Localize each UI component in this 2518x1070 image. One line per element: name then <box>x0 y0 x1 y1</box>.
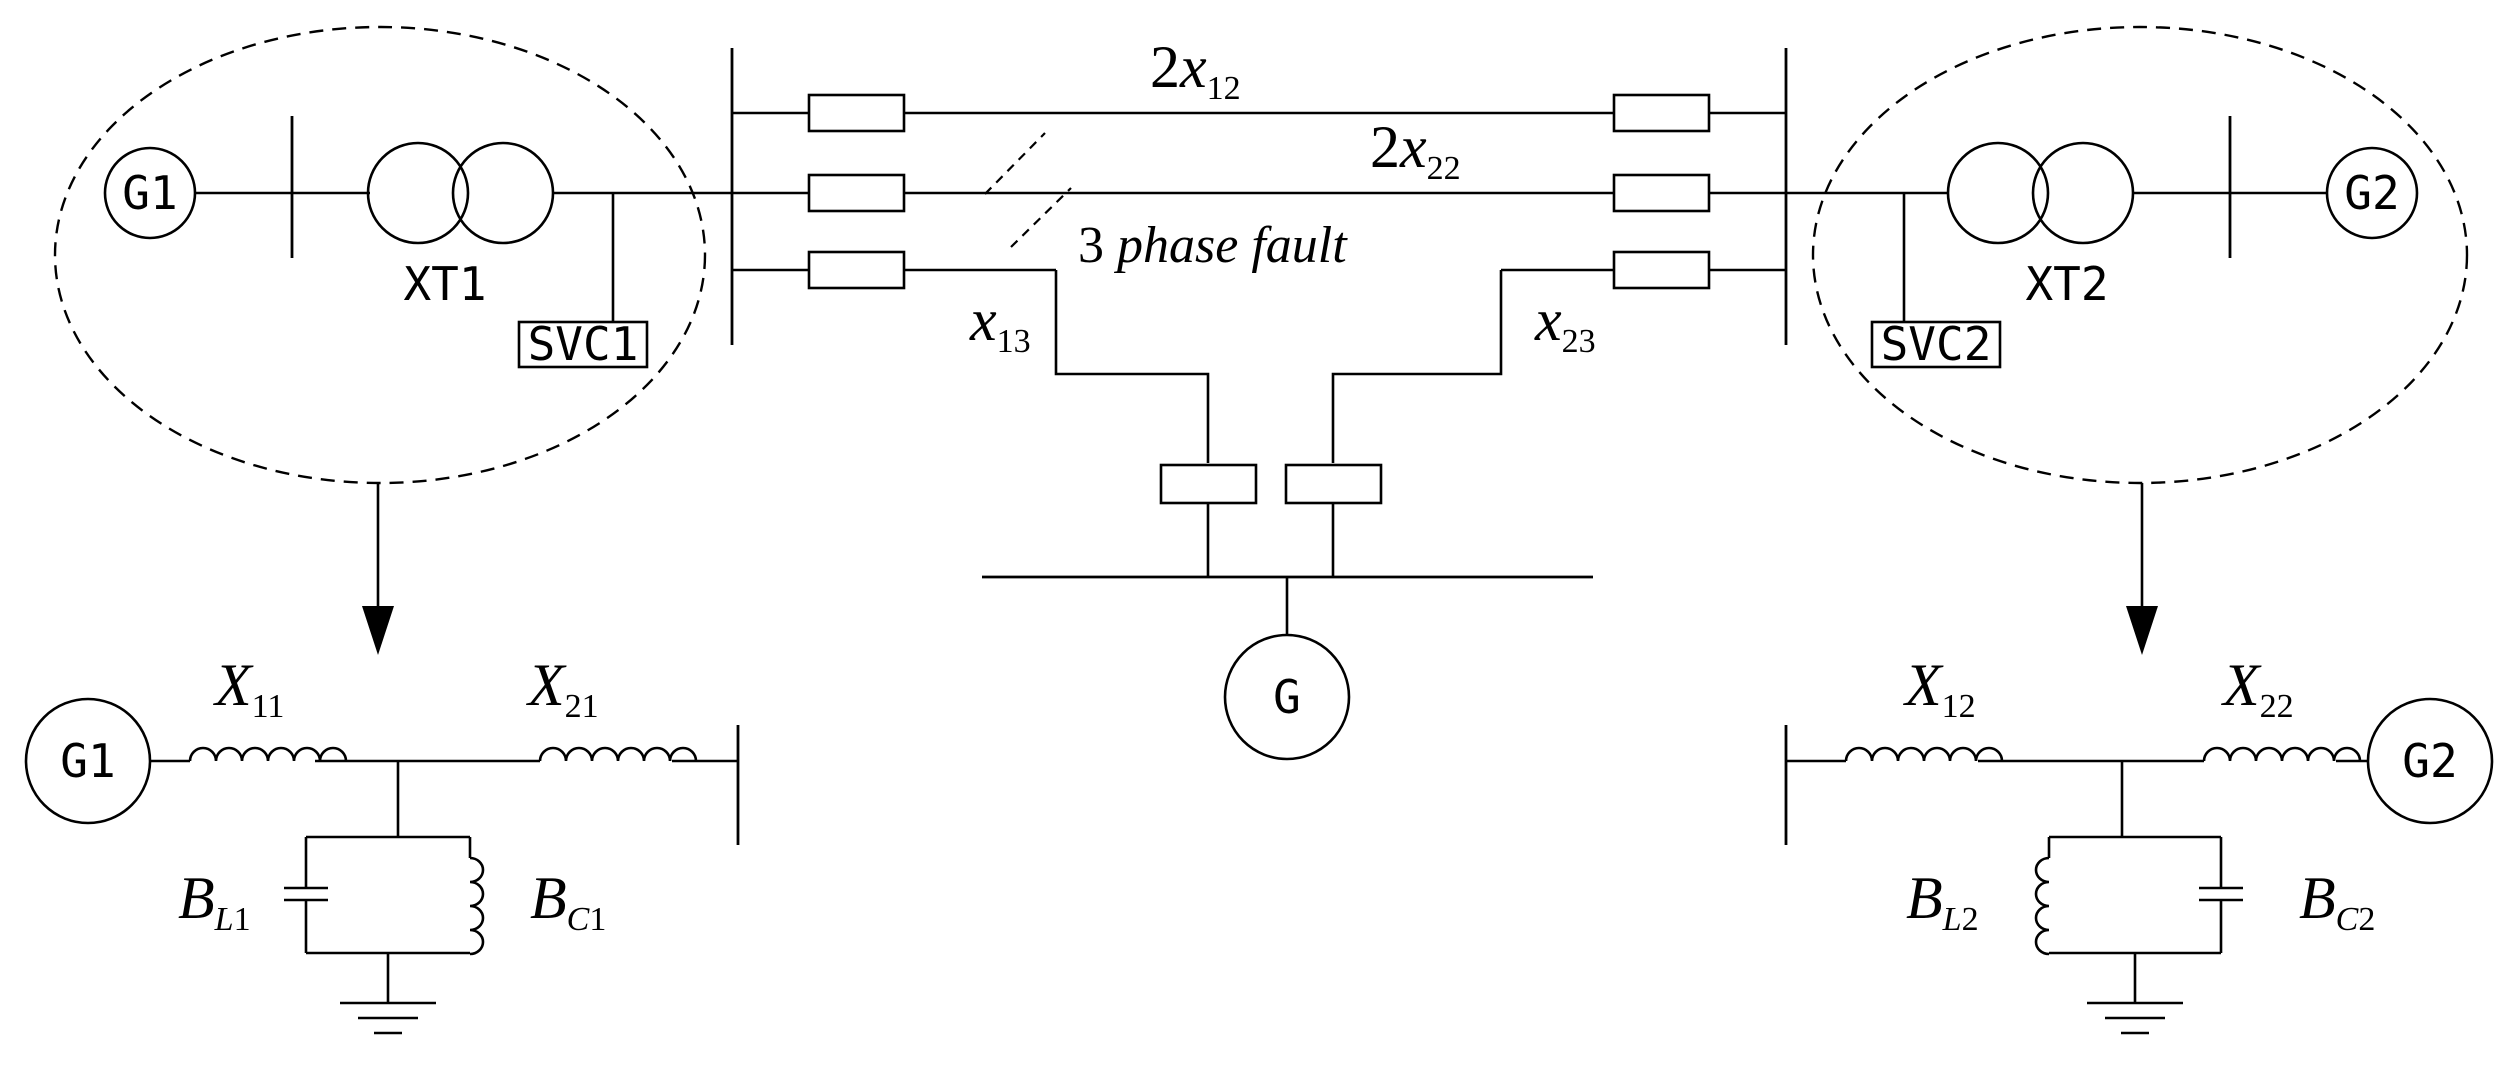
line-x13-route <box>1054 270 1210 463</box>
bc1-inductor-icon <box>469 856 485 956</box>
line-x23-route <box>1331 270 1503 463</box>
xt2-label: XT2 <box>2025 257 2108 311</box>
svc1-label: SVC1 <box>528 317 639 371</box>
x11-label: X11 <box>213 652 284 725</box>
g-center-generator-icon <box>1223 633 1351 761</box>
fault-marker-icon <box>984 132 1072 248</box>
right-equivalence-arrow-icon <box>2126 483 2158 655</box>
line-x12-breaker-right <box>1612 93 1711 133</box>
right-ground-icon <box>2087 1001 2183 1035</box>
x12-label: X12 <box>1903 652 1976 725</box>
line-x23-breaker <box>1612 250 1711 290</box>
line-x13-breaker <box>807 250 906 290</box>
line-x13-label: x13 <box>969 287 1031 360</box>
line-x12-label: 2x12 <box>1150 34 1241 107</box>
bc2-label: BC2 <box>2299 865 2375 938</box>
g2-bottom-generator-icon <box>2366 697 2494 825</box>
x22-inductor-icon <box>2202 746 2362 762</box>
line-x23-label: x23 <box>1534 287 1596 360</box>
x12-inductor-icon <box>1844 746 2004 762</box>
g2-top-label: G2 <box>2344 166 2399 220</box>
line-x22-label: 2x22 <box>1370 114 1461 187</box>
transmission-network: G <box>730 48 1788 761</box>
line-x13-lower-breaker <box>1159 463 1258 505</box>
right-area-group: SVC2 XT2 G2 <box>1786 25 2469 485</box>
left-equivalence-arrow-icon <box>362 483 394 655</box>
bc1-label: BC1 <box>530 865 606 938</box>
xt1-label: XT1 <box>403 257 486 311</box>
x11-inductor-icon <box>188 746 348 762</box>
x21-label: X21 <box>526 652 599 725</box>
right-equivalent-circuit: G2 <box>1784 697 2494 1035</box>
xt2-winding-1-icon <box>1946 141 2050 245</box>
g1-bottom-label: G1 <box>60 734 115 788</box>
x22-label: X22 <box>2221 652 2294 725</box>
x21-inductor-icon <box>538 746 698 762</box>
bl1-label: BL1 <box>178 865 251 938</box>
left-equivalent-circuit: G1 <box>24 697 740 1035</box>
left-area-group: G1 XT1 SVC1 <box>53 25 732 485</box>
fault-label: 3 phase fault <box>1078 217 1348 274</box>
right-area-boundary <box>1811 25 2469 485</box>
svc2-label: SVC2 <box>1881 317 1992 371</box>
line-x12-breaker-left <box>807 93 906 133</box>
left-ground-icon <box>340 1001 436 1035</box>
svc2-box <box>1870 320 2002 369</box>
g2-top-generator-icon <box>2325 146 2419 240</box>
left-area-boundary <box>53 25 707 485</box>
line-x22-breaker-left <box>807 173 906 213</box>
bl2-label: BL2 <box>1906 865 1979 938</box>
g-center-label: G <box>1273 670 1301 724</box>
xt1-winding-1-icon <box>366 141 470 245</box>
bl2-inductor-icon <box>2034 856 2050 956</box>
svc1-box <box>517 320 649 369</box>
line-x23-lower-breaker <box>1284 463 1383 505</box>
g2-bottom-label: G2 <box>2402 734 2457 788</box>
g1-top-label: G1 <box>122 166 177 220</box>
line-x22-breaker-right <box>1612 173 1711 213</box>
